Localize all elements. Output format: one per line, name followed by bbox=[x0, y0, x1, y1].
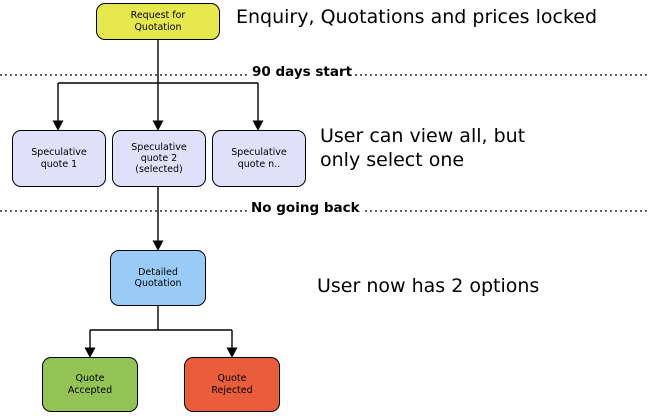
node-speculative-quote-1[interactable]: Speculative quote 1 bbox=[12, 130, 106, 187]
node-request-for-quotation[interactable]: Request for Quotation bbox=[96, 3, 220, 40]
node-detailed-quotation[interactable]: Detailed Quotation bbox=[110, 250, 206, 306]
annotation-user-now-has-2-options: User now has 2 options bbox=[317, 275, 540, 297]
connector-detailed-to-outcomes bbox=[84, 306, 238, 358]
separator-label-90-days: 90 days start bbox=[249, 64, 356, 80]
annotation-enquiry-prices-locked: Enquiry, Quotations and prices locked bbox=[236, 6, 598, 28]
node-quote-accepted[interactable]: Quote Accepted bbox=[42, 357, 138, 412]
node-quote-rejected[interactable]: Quote Rejected bbox=[184, 357, 280, 412]
connector-rfq-to-speculative bbox=[52, 40, 264, 131]
annotation-user-can-view-all: User can view all, but only select one bbox=[320, 125, 526, 172]
separator-label-no-going-back: No going back bbox=[248, 200, 363, 216]
node-speculative-quote-2-selected[interactable]: Speculative quote 2 (selected) bbox=[112, 130, 206, 187]
node-speculative-quote-n[interactable]: Speculative quote n.. bbox=[212, 130, 306, 187]
